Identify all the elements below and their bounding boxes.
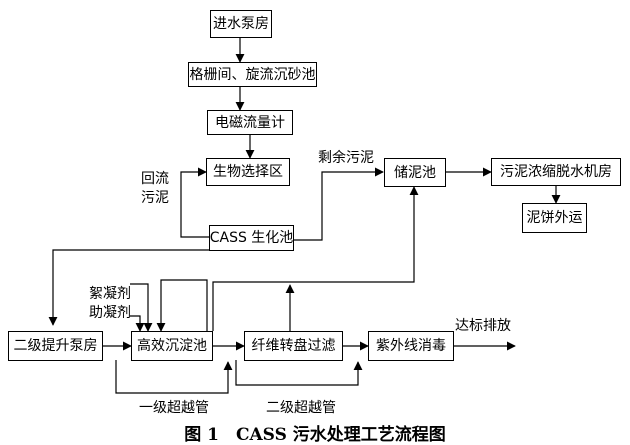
flow-dosing-coagulant — [130, 315, 145, 332]
node-sludge-dewatering: 污泥浓缩脱水机房 — [491, 158, 621, 186]
node-pump-house: 进水泵房 — [210, 10, 272, 38]
node-sludge-tank: 储泥池 — [384, 158, 446, 187]
flow-bypass-1 — [115, 360, 233, 394]
label-excess-sludge: 剩余污泥 — [318, 150, 374, 166]
figure-caption: 图 1 CASS 污水处理工艺流程图 — [184, 425, 446, 445]
node-bio-selector: 生物选择区 — [206, 158, 290, 186]
node-uv-disinfection: 紫外线消毒 — [368, 331, 454, 361]
flow-return-sludge — [180, 167, 209, 238]
flow-excess-sludge — [294, 167, 384, 241]
flow-cass-to-lift — [48, 249, 209, 326]
node-cass-reactor: CASS 生化池 — [209, 225, 294, 251]
node-flowmeter: 电磁流量计 — [207, 110, 293, 135]
label-coagulant: 助凝剂 — [89, 305, 131, 321]
node-settler: 高效沉淀池 — [131, 331, 213, 361]
label-discharge: 达标排放 — [455, 318, 511, 334]
flow-bypass-2 — [235, 360, 363, 386]
label-flocculant: 絮凝剂 — [89, 286, 131, 302]
label-return-sludge-2: 污泥 — [141, 190, 169, 206]
label-return-sludge-1: 回流 — [141, 171, 169, 187]
flow-settler-sludge-to-tank — [212, 186, 419, 331]
node-grit-chamber: 格栅间、旋流沉砂池 — [188, 62, 317, 87]
node-lift-pump: 二级提升泵房 — [8, 331, 103, 361]
flow-dosing-flocculant — [130, 283, 153, 332]
label-bypass-2: 二级超越管 — [266, 400, 336, 416]
node-sludge-cake: 泥饼外运 — [522, 203, 587, 233]
label-bypass-1: 一级超越管 — [139, 400, 209, 416]
node-fiber-filter: 纤维转盘过滤 — [244, 331, 343, 361]
flow-settler-recirculation — [156, 279, 208, 332]
